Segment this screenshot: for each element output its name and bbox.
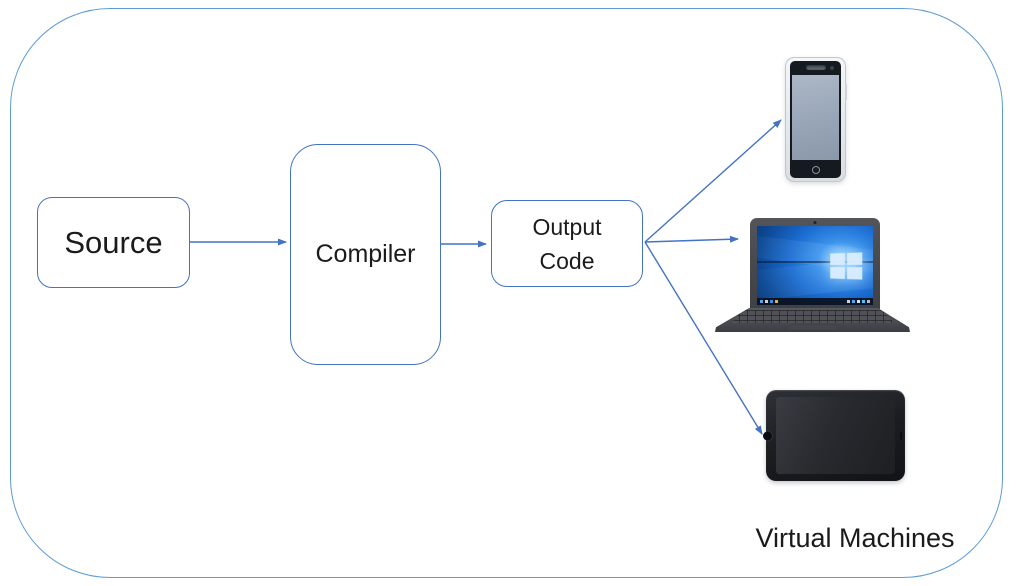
tablet-screen bbox=[776, 397, 895, 474]
windows-logo-pane bbox=[846, 266, 863, 280]
windows-logo-icon bbox=[830, 252, 863, 280]
smartphone-icon bbox=[785, 57, 847, 182]
node-source-label: Source bbox=[64, 224, 163, 260]
canvas-rounded-border bbox=[10, 8, 1003, 578]
node-output-label-line2: Code bbox=[539, 247, 595, 274]
phone-speaker bbox=[805, 65, 826, 70]
edge-output-to-smartphone bbox=[644, 119, 782, 243]
taskbar-tray-icon bbox=[862, 300, 865, 303]
windows-logo-pane bbox=[830, 266, 845, 279]
caption-virtual-machines: Virtual Machines bbox=[755, 523, 955, 553]
phone-side-button bbox=[845, 84, 847, 100]
tablet-icon bbox=[763, 390, 905, 481]
laptop-base bbox=[715, 308, 910, 332]
taskbar-icon bbox=[775, 300, 778, 303]
taskbar-icon bbox=[770, 300, 773, 303]
phone-bezel bbox=[790, 61, 841, 178]
laptop-icon bbox=[715, 205, 910, 332]
taskbar-icon bbox=[760, 300, 763, 303]
windows-logo-pane bbox=[830, 252, 845, 265]
wallpaper-horizon-line bbox=[757, 260, 873, 263]
laptop-touchpad bbox=[788, 324, 837, 330]
phone-camera-icon bbox=[830, 66, 834, 70]
windows-logo-pane bbox=[846, 252, 863, 265]
tablet-side-slot bbox=[900, 431, 902, 440]
node-output-code: Output Code bbox=[491, 200, 643, 287]
edge-output-to-laptop bbox=[644, 235, 739, 243]
taskbar-tray-icon bbox=[852, 300, 855, 303]
node-output-label-line1: Output bbox=[532, 213, 602, 240]
node-compiler-label: Compiler bbox=[315, 240, 416, 268]
laptop-screen bbox=[757, 226, 873, 305]
laptop-lid bbox=[750, 218, 880, 309]
laptop-camera-icon bbox=[813, 221, 817, 224]
taskbar-tray-icon bbox=[857, 300, 860, 303]
tablet-camera-icon bbox=[763, 431, 772, 440]
edge-output-to-tablet bbox=[644, 241, 763, 435]
taskbar-tray-icon bbox=[847, 300, 850, 303]
laptop-keyboard bbox=[731, 310, 894, 323]
phone-home-button bbox=[811, 166, 820, 174]
node-compiler: Compiler bbox=[290, 144, 441, 365]
laptop-taskbar bbox=[757, 298, 873, 305]
taskbar-icon bbox=[765, 300, 768, 303]
node-source: Source bbox=[37, 197, 190, 288]
taskbar-tray-icon bbox=[867, 300, 870, 303]
phone-screen bbox=[792, 75, 839, 160]
